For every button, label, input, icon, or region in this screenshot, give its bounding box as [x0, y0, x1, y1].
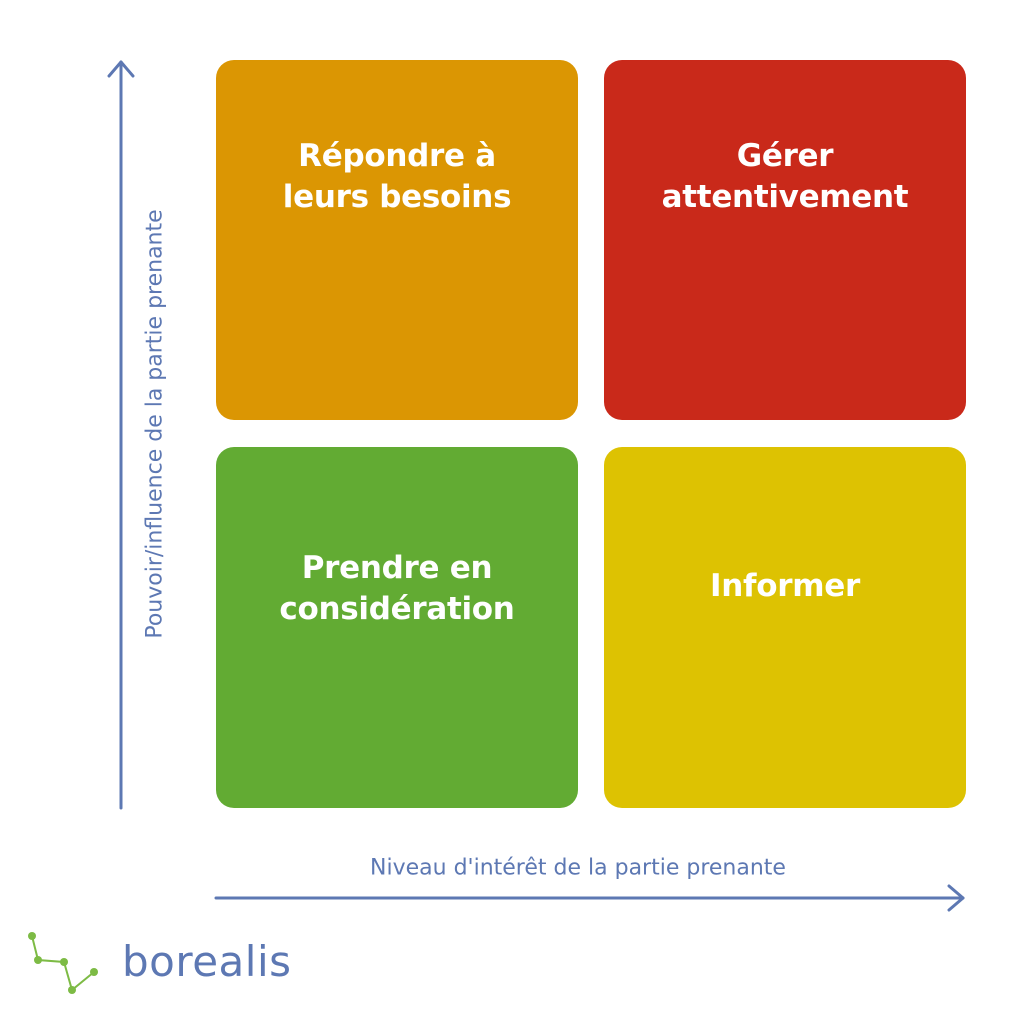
y-axis-arrowhead	[107, 60, 135, 78]
constellation-icon	[28, 932, 98, 994]
y-axis-label: Pouvoir/influence de la partie prenante	[142, 209, 168, 639]
x-axis-arrowhead	[947, 884, 965, 912]
quadrant-top-right: Gérer attentivement	[604, 60, 966, 420]
quadrant-top-left: Répondre à leurs besoins	[216, 60, 578, 420]
quadrant-bottom-left-label: Prendre en considération	[279, 549, 515, 627]
brand-name: borealis	[122, 937, 292, 986]
quadrant-bottom-left: Prendre en considération	[216, 447, 578, 808]
quadrant-top-left-label: Répondre à leurs besoins	[282, 138, 512, 215]
x-axis-label: Niveau d'intérêt de la partie prenante	[370, 855, 786, 881]
quadrant-bottom-right-label: Informer	[710, 568, 860, 604]
quadrant-bottom-right: Informer	[604, 447, 966, 808]
brand-logo: borealis	[26, 928, 326, 1000]
quadrant-top-right-label: Gérer attentivement	[661, 138, 909, 215]
